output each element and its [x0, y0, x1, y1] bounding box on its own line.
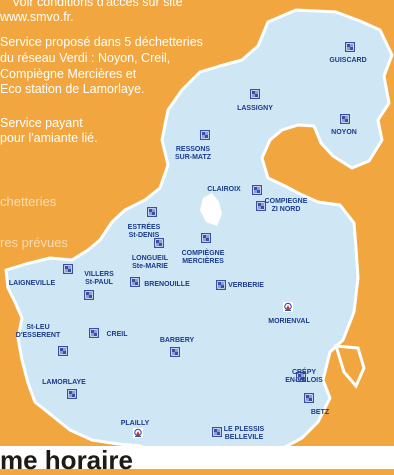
recycle-site-icon — [345, 42, 355, 52]
site-label: LAIGNEVILLE — [9, 280, 56, 287]
info-line: Service proposé dans 5 déchetteries — [0, 35, 203, 49]
site-label: COMPIÈGNE — [182, 248, 225, 257]
site-label: VERBERIE — [228, 282, 264, 289]
recycle-site-icon — [212, 427, 222, 437]
site-label: SUR-MATZ — [175, 154, 212, 161]
recycle-site-icon — [304, 393, 314, 403]
legend-fragment: chetteries — [0, 194, 57, 209]
recycle-site-icon — [201, 233, 211, 243]
site-label: LASSIGNY — [237, 105, 273, 112]
site-creil: CREIL — [89, 328, 128, 338]
site-clairoix: CLAIROIX — [207, 185, 262, 195]
recycle-site-icon — [67, 389, 77, 399]
site-label: BELLEVILE — [225, 434, 264, 441]
site-plailly: PLAILLY — [121, 420, 150, 438]
site-label: BETZ — [311, 409, 330, 416]
recycle-site-icon — [89, 328, 99, 338]
site-betz: BETZ — [304, 393, 330, 416]
recycle-site-icon — [147, 207, 157, 217]
recycle-site-icon — [250, 89, 260, 99]
recycle-site-icon — [130, 277, 140, 287]
info-line: pour l'amiante lié. — [0, 131, 98, 145]
info-line: Voir conditions d'accès sur site — [12, 0, 183, 9]
info-line: Compiègne Mercières et — [0, 67, 137, 81]
site-guiscard: GUISCARD — [329, 42, 367, 64]
recycle-site-icon — [200, 130, 210, 140]
lake-shape — [200, 193, 222, 226]
site-label: PLAILLY — [121, 420, 150, 427]
site-label: ESTRÉES — [128, 222, 161, 231]
site-label: MORIENVAL — [268, 318, 310, 325]
section-heading: me horaire — [0, 445, 133, 475]
recycle-site-icon — [216, 280, 226, 290]
info-line: du réseau Verdi : Noyon, Creil, — [0, 51, 171, 65]
site-label: GUISCARD — [329, 57, 366, 64]
site-label: Ste-MARIE — [132, 263, 168, 270]
recycle-site-icon — [58, 346, 68, 356]
site-label: CLAIROIX — [207, 186, 241, 193]
recycle-site-icon — [170, 347, 180, 357]
site-label: D'ESSERENT — [16, 332, 61, 339]
recycle-site-icon — [340, 114, 350, 124]
site-label: CREIL — [107, 331, 129, 338]
site-morienval: MORIENVAL — [268, 302, 310, 325]
site-label: LE PLESSIS — [224, 426, 265, 433]
recycle-site-icon — [84, 290, 94, 300]
site-label: COMPIEGNE — [265, 198, 308, 205]
site-label: MERCIÈRES — [182, 256, 224, 265]
site-noyon: NOYON — [331, 114, 357, 136]
recycle-site-icon — [154, 238, 164, 248]
recycle-site-icon — [63, 264, 73, 274]
site-label: NOYON — [331, 129, 357, 136]
site-label: VILLERS — [84, 271, 114, 278]
planned-site-icon — [133, 428, 143, 438]
recycle-site-icon — [252, 185, 262, 195]
planned-site-icon — [283, 302, 293, 312]
info-line: Service payant — [0, 116, 83, 130]
info-line: www.smvo.fr. — [0, 10, 74, 24]
territory-shape — [4, 8, 394, 464]
border-hook — [333, 344, 366, 389]
site-label: St-PAUL — [85, 279, 114, 286]
site-brenouille: BRENOUILLE — [130, 277, 190, 288]
bottom-band — [0, 446, 394, 469]
site-lamorlaye: LAMORLAYE — [42, 379, 86, 399]
site-label: EN-VALOIS — [285, 377, 323, 384]
site-label: CRÉPY — [292, 367, 316, 376]
info-line: Eco station de Lamorlaye. — [0, 82, 145, 96]
site-label: RESSONS — [176, 146, 211, 153]
site-label: ZI NORD — [272, 206, 301, 213]
site-label: LONGUEIL — [132, 255, 169, 262]
site-barbery: BARBERY — [160, 337, 195, 357]
site-laigneville: LAIGNEVILLE — [9, 264, 73, 287]
site-label: St-DENIS — [129, 232, 160, 239]
site-label: BRENOUILLE — [144, 281, 190, 288]
legend-fragment: res prévues — [0, 235, 68, 250]
site-verberie: VERBERIE — [216, 280, 264, 290]
site-label: LAMORLAYE — [42, 379, 86, 386]
site-lassigny: LASSIGNY — [237, 89, 273, 112]
site-label: St-LEU — [26, 324, 49, 331]
site-label: BARBERY — [160, 337, 195, 344]
